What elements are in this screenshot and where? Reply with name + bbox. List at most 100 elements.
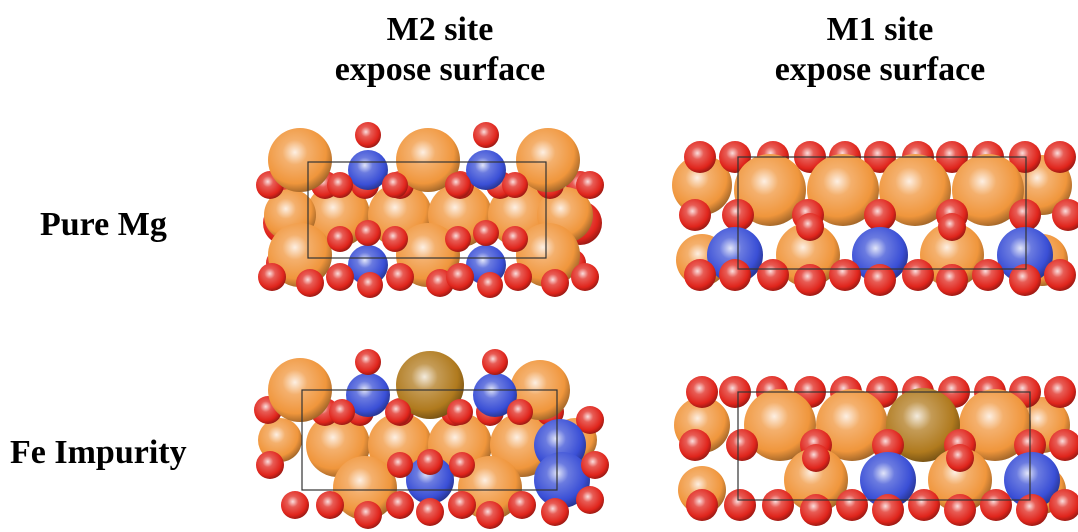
oxygen-atom (980, 489, 1012, 521)
unit-cell-outline (301, 389, 558, 491)
mg-atom (920, 223, 984, 287)
oxygen-atom (794, 264, 826, 296)
oxygen-atom (571, 263, 599, 291)
oxygen-atom (508, 491, 536, 519)
mg-atom (807, 154, 879, 226)
oxygen-atom (281, 491, 309, 519)
oxygen-atom (507, 399, 533, 425)
oxygen-atom (1016, 494, 1048, 526)
column-title-m1-line2: expose surface (774, 51, 986, 88)
mg-atom (306, 183, 370, 247)
oxygen-atom (296, 269, 324, 297)
oxygen-atom (719, 376, 751, 408)
oxygen-atom (726, 429, 758, 461)
silicon-atom (473, 373, 517, 417)
oxygen-atom (447, 399, 473, 425)
row-label-fe-impurity: Fe Impurity (10, 434, 187, 471)
oxygen-atom (355, 122, 381, 148)
oxygen-atom (327, 226, 353, 252)
oxygen-atom (576, 406, 604, 434)
oxygen-atom (581, 451, 609, 479)
unit-cell-outline (737, 156, 1027, 270)
panel-m2-fe (250, 340, 609, 532)
oxygen-atom (502, 172, 528, 198)
mg-atom (268, 358, 332, 422)
oxygen-atom (946, 444, 974, 472)
oxygen-atom (258, 263, 286, 291)
oxygen-atom (327, 172, 353, 198)
mg-atom (928, 448, 992, 512)
oxygen-atom (944, 494, 976, 526)
silicon-atom (860, 452, 916, 508)
oxygen-atom (357, 272, 383, 298)
silicon-atom (466, 150, 506, 190)
oxygen-atom (504, 263, 532, 291)
column-title-m1-line1: M1 site (826, 11, 934, 48)
mg-atom (952, 154, 1024, 226)
oxygen-atom (719, 141, 751, 173)
oxygen-atom (1049, 429, 1078, 461)
oxygen-atom (445, 172, 471, 198)
oxygen-atom (684, 259, 716, 291)
oxygen-atom (902, 259, 934, 291)
oxygen-atom (387, 452, 413, 478)
iron-atom (886, 388, 960, 462)
oxygen-atom (385, 399, 411, 425)
oxygen-atom (864, 199, 896, 231)
oxygen-atom (679, 429, 711, 461)
column-title-m1: M1 site expose surface (730, 10, 1030, 90)
oxygen-atom (382, 226, 408, 252)
panel-m2-pure (250, 115, 604, 300)
oxygen-atom (541, 498, 569, 526)
oxygen-atom (477, 272, 503, 298)
oxygen-atom (908, 489, 940, 521)
oxygen-atom (386, 491, 414, 519)
oxygen-atom (1009, 199, 1041, 231)
oxygen-atom (679, 199, 711, 231)
oxygen-atom (724, 489, 756, 521)
panel-m1-fe (674, 370, 1078, 532)
oxygen-atom (762, 489, 794, 521)
oxygen-atom (382, 172, 408, 198)
oxygen-atom (416, 498, 444, 526)
oxygen-atom (872, 494, 904, 526)
oxygen-atom (936, 264, 968, 296)
oxygen-atom (1044, 141, 1076, 173)
silicon-atom (1004, 452, 1060, 508)
column-title-m2: M2 site expose surface (290, 10, 590, 90)
oxygen-atom (355, 349, 381, 375)
oxygen-atom (684, 141, 716, 173)
oxygen-atom (446, 263, 474, 291)
oxygen-atom (800, 494, 832, 526)
mg-atom (879, 154, 951, 226)
oxygen-atom (836, 489, 868, 521)
oxygen-atom (473, 220, 499, 246)
row-label-pure-mg: Pure Mg (40, 206, 167, 243)
column-title-m2-line1: M2 site (386, 11, 494, 48)
unit-cell-outline (737, 391, 1031, 501)
silicon-atom (346, 373, 390, 417)
mg-atom (396, 128, 460, 192)
oxygen-atom (329, 399, 355, 425)
mg-atom (744, 389, 816, 461)
oxygen-atom (576, 486, 604, 514)
oxygen-atom (256, 451, 284, 479)
oxygen-atom (386, 263, 414, 291)
oxygen-atom (541, 269, 569, 297)
mg-atom (258, 418, 302, 462)
oxygen-atom (686, 489, 718, 521)
oxygen-atom (757, 259, 789, 291)
oxygen-atom (473, 122, 499, 148)
panel-m1-pure (672, 135, 1078, 300)
oxygen-atom (354, 501, 382, 529)
oxygen-atom (448, 491, 476, 519)
oxygen-atom (355, 220, 381, 246)
mg-atom (784, 448, 848, 512)
unit-cell-outline (307, 161, 547, 259)
oxygen-atom (802, 444, 830, 472)
oxygen-atom (576, 171, 604, 199)
iron-atom (396, 351, 464, 419)
oxygen-atom (1009, 264, 1041, 296)
oxygen-atom (326, 263, 354, 291)
mg-atom (516, 128, 580, 192)
